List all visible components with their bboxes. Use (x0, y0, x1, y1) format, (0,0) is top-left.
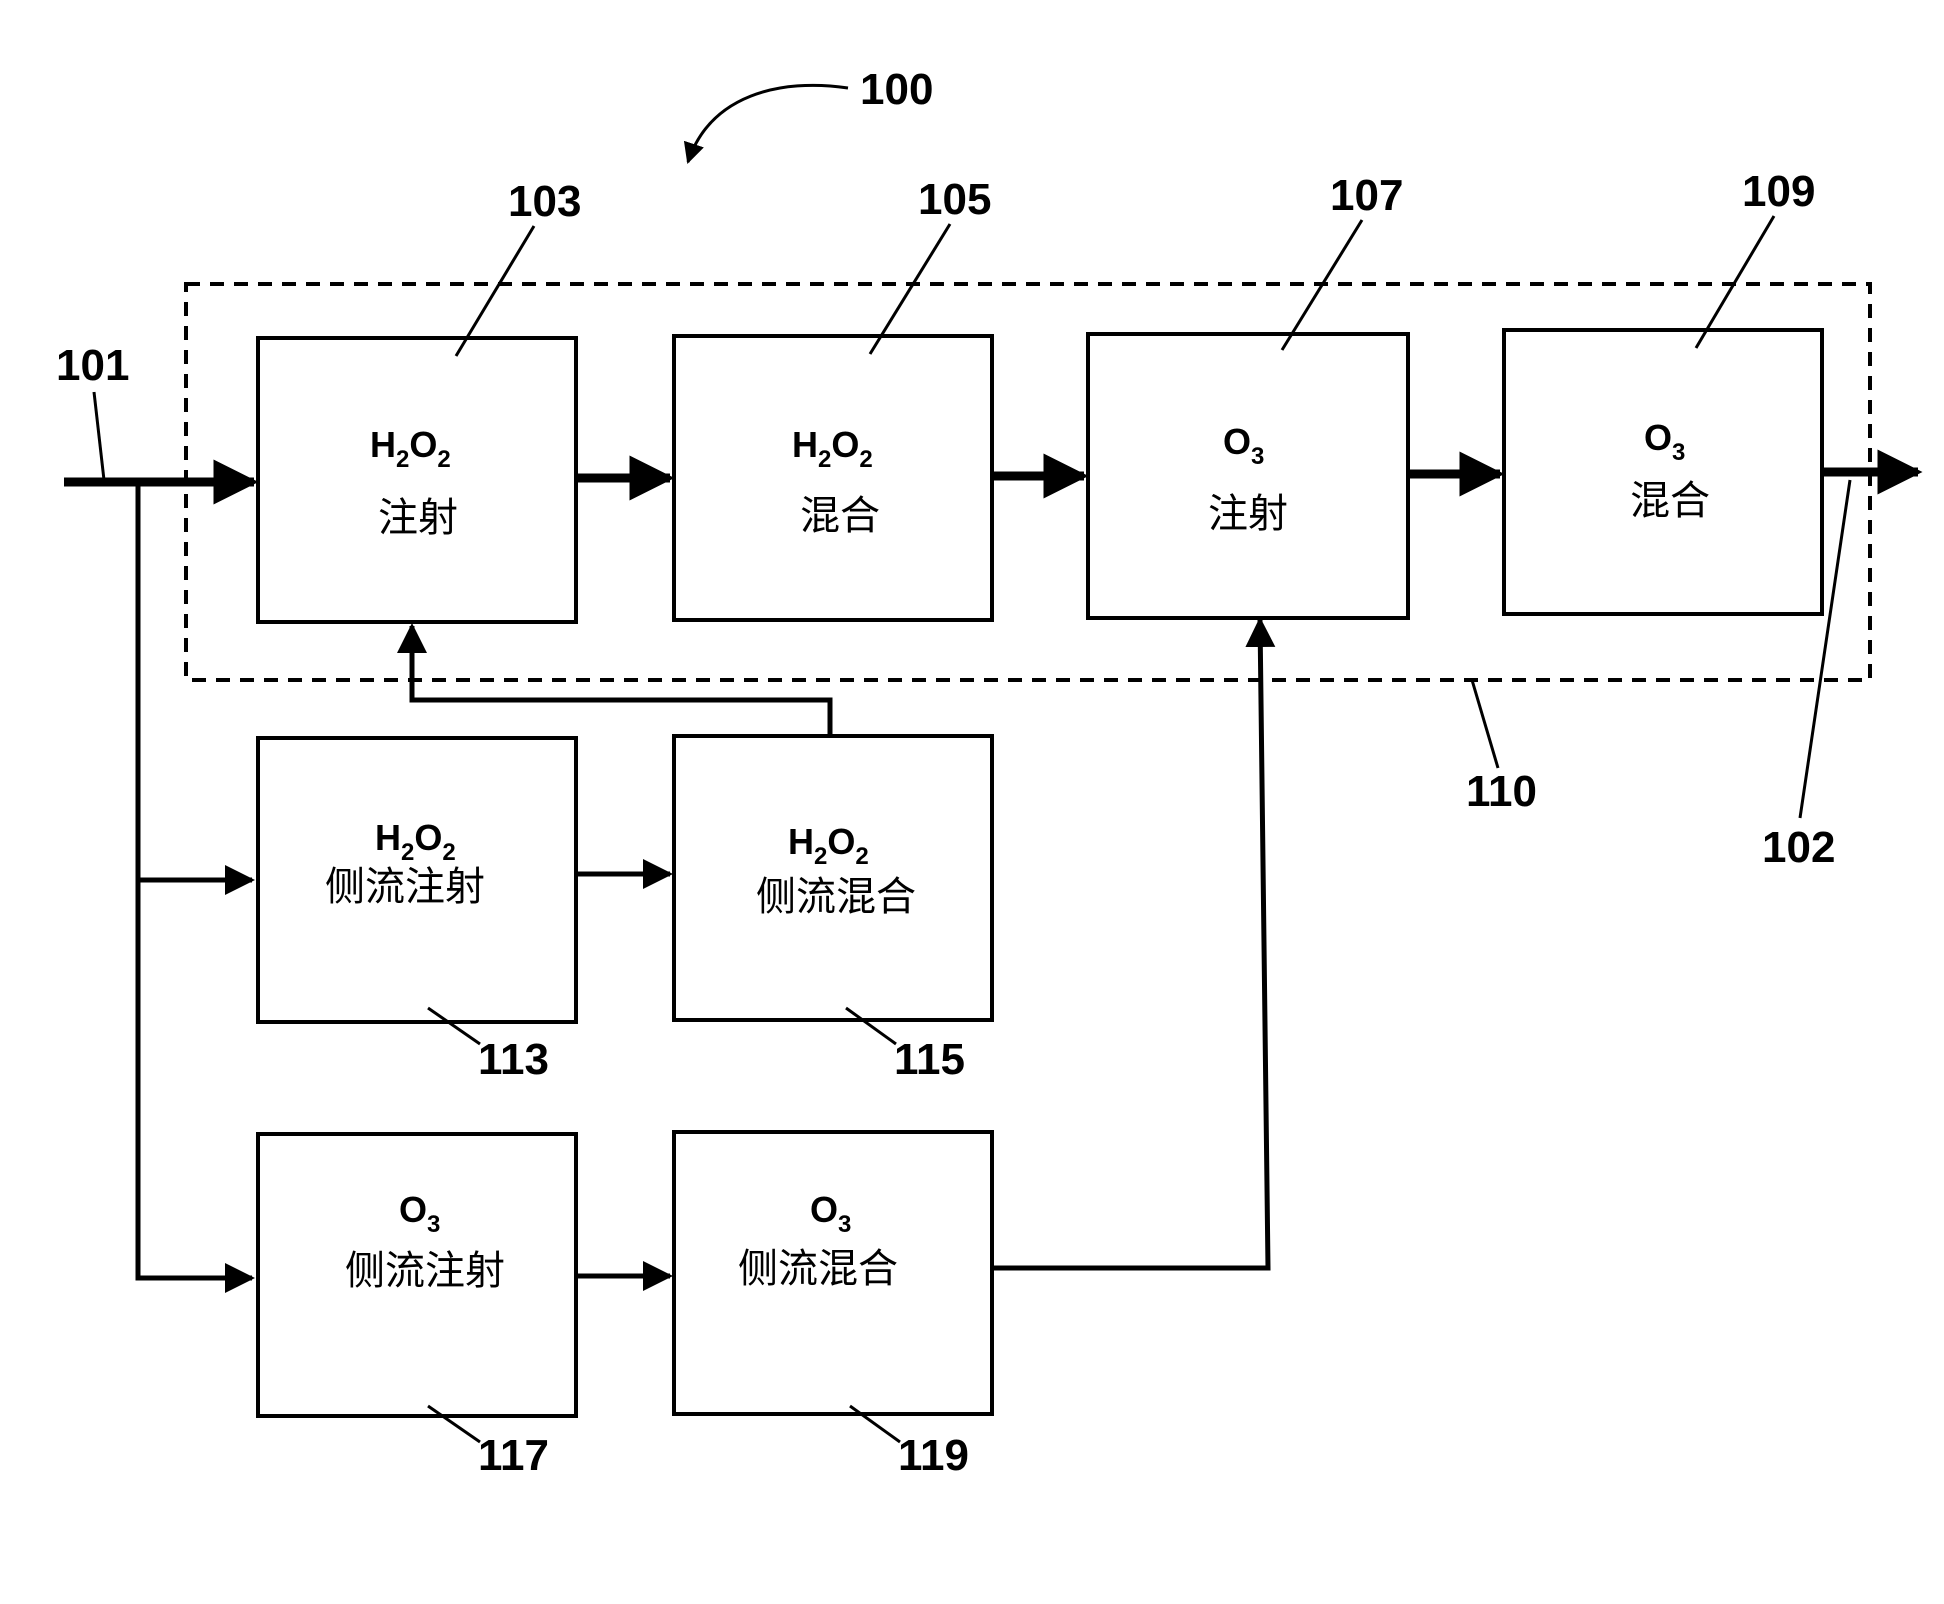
ref-100-arrow (683, 83, 849, 164)
ref-117-leader (427, 1404, 481, 1444)
ref-102-leader (1798, 479, 1852, 819)
ref-105-leader (868, 223, 952, 355)
ref-110-leader (1470, 679, 1500, 769)
box-107-label: 注射 (1208, 491, 1288, 537)
box-103-label: 注射 (378, 495, 458, 541)
ref-113: 113 (478, 1035, 549, 1084)
ref-100: 100 (860, 65, 933, 114)
ref-113-leader (427, 1006, 481, 1046)
ref-117: 117 (478, 1431, 549, 1480)
box-117-label: 侧流注射 (345, 1248, 505, 1294)
box-117-o3-side-injection: O3 侧流注射 (256, 1132, 578, 1418)
box-113-label: 侧流注射 (325, 864, 485, 910)
ref-107-leader (1280, 219, 1364, 351)
box-115-h2o2-side-mixing: H2O2 侧流混合 (672, 734, 994, 1022)
ref-115: 115 (894, 1035, 965, 1084)
box-119-o3-side-mixing: O3 侧流混合 (672, 1130, 994, 1416)
box-119-label: 侧流混合 (738, 1246, 898, 1292)
ref-102: 102 (1762, 823, 1835, 872)
ref-109-leader (1694, 215, 1776, 349)
ref-107: 107 (1330, 171, 1403, 220)
ref-101-leader (92, 391, 106, 481)
box-105-h2o2-mixing: H2O2 混合 (672, 334, 994, 622)
flow-115-103 (397, 623, 833, 735)
box-103-chemical: H2O2 (370, 424, 451, 473)
box-115-label: 侧流混合 (756, 874, 916, 920)
ref-115-leader (845, 1006, 897, 1046)
box-109-chemical: O3 (1644, 417, 1685, 466)
box-117-chemical: O3 (399, 1189, 440, 1238)
box-113-chemical: H2O2 (375, 817, 456, 866)
ref-101: 101 (56, 341, 129, 390)
box-113-h2o2-side-injection: H2O2 侧流注射 (256, 736, 578, 1024)
flow-119-107 (992, 617, 1276, 1271)
ref-119: 119 (898, 1431, 969, 1480)
ref-105: 105 (918, 175, 991, 224)
box-115-chemical: H2O2 (788, 821, 869, 870)
box-109-label: 混合 (1630, 478, 1710, 524)
box-119-chemical: O3 (810, 1189, 851, 1238)
box-107-chemical: O3 (1223, 421, 1264, 470)
ref-119-leader (849, 1404, 901, 1444)
ref-103-leader (454, 225, 536, 357)
box-109-o3-mixing: O3 混合 (1502, 328, 1824, 616)
side-stream-trunk (135, 482, 255, 1293)
box-105-chemical: H2O2 (792, 424, 873, 473)
box-107-o3-injection: O3 注射 (1086, 332, 1410, 620)
ref-110: 110 (1466, 767, 1537, 816)
ref-103: 103 (508, 177, 581, 226)
box-105-label: 混合 (800, 493, 880, 539)
ref-109: 109 (1742, 167, 1815, 216)
box-103-h2o2-injection: H2O2 注射 (256, 336, 578, 624)
